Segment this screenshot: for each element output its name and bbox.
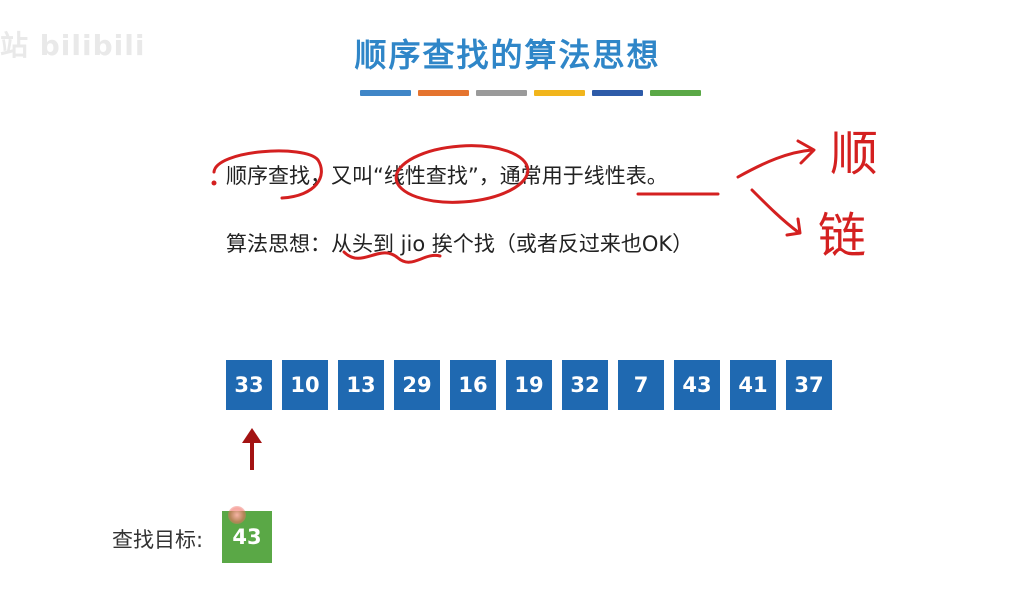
definition-text: 顺序查找，又叫“线性查找”，通常用于线性表。 xyxy=(226,164,668,188)
color-bar-3 xyxy=(476,90,527,96)
handwritten-lian: 链 xyxy=(818,208,866,264)
array-cell: 32 xyxy=(562,360,608,410)
arrow-up-right-icon xyxy=(736,148,814,179)
array-cell: 16 xyxy=(450,360,496,410)
watermark: 站 bilibili xyxy=(0,29,146,62)
target-label: 查找目标: xyxy=(112,528,204,552)
up-arrow-icon xyxy=(242,428,262,470)
color-bar-2 xyxy=(418,90,469,96)
color-bar-6 xyxy=(650,90,701,96)
array-cell: 29 xyxy=(394,360,440,410)
array-cell: 37 xyxy=(786,360,832,410)
array-cell: 13 xyxy=(338,360,384,410)
arrow-down-right-icon xyxy=(750,188,800,234)
color-bar-5 xyxy=(592,90,643,96)
algorithm-idea-text: 算法思想：从头到 jio 挨个找（或者反过来也OK） xyxy=(226,232,694,256)
title-underline-bars xyxy=(360,90,701,96)
handwritten-shun: 顺 xyxy=(830,126,878,182)
array-cell: 10 xyxy=(282,360,328,410)
slide-title: 顺序查找的算法思想 xyxy=(354,36,661,74)
array-cell: 43 xyxy=(674,360,720,410)
color-bar-1 xyxy=(360,90,411,96)
ink-dot xyxy=(211,180,217,186)
search-array: 33 10 13 29 16 19 32 7 43 41 37 xyxy=(226,360,832,410)
array-cell: 19 xyxy=(506,360,552,410)
cursor-pointer-icon xyxy=(228,506,246,524)
array-cell: 41 xyxy=(730,360,776,410)
color-bar-4 xyxy=(534,90,585,96)
array-cell: 33 xyxy=(226,360,272,410)
array-cell: 7 xyxy=(618,360,664,410)
